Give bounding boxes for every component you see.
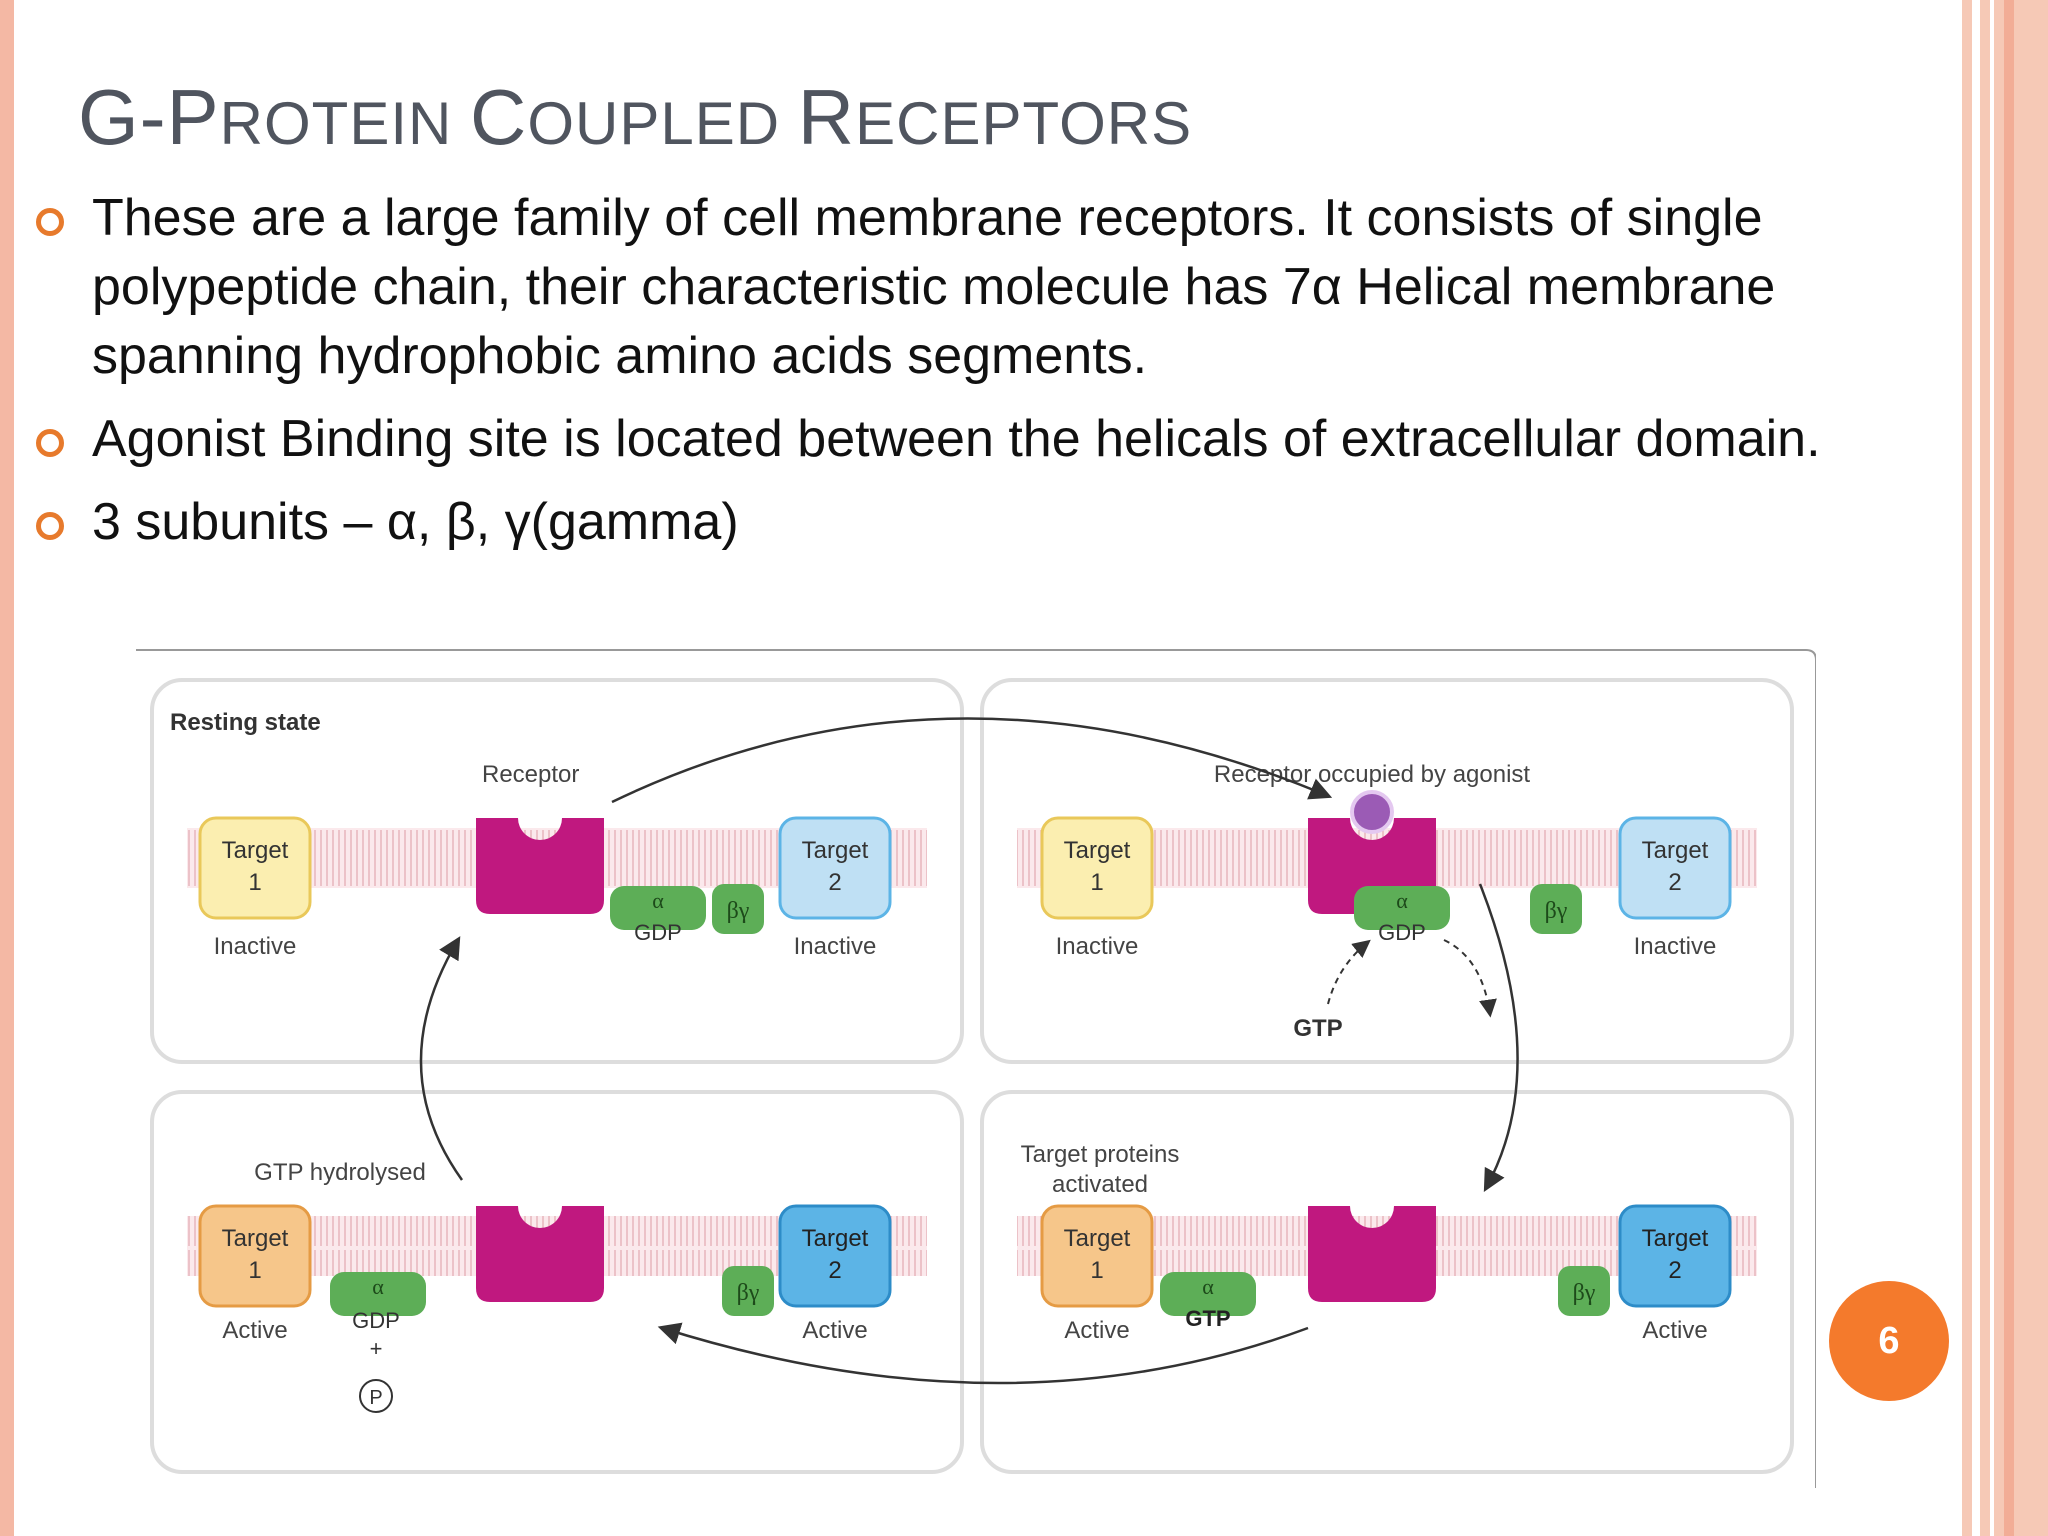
ring-bullet-icon <box>36 429 64 457</box>
label-resting-state: Resting state <box>170 709 321 736</box>
svg-text:2: 2 <box>1668 869 1681 896</box>
bullet-item: These are a large family of cell membran… <box>30 184 1860 391</box>
alpha-subunit <box>330 1272 426 1316</box>
svg-text:Target: Target <box>222 837 289 864</box>
right-border <box>1962 0 2048 1536</box>
gpcr-diagram: Resting state Receptor Target 1 Inactive… <box>136 649 1817 1488</box>
svg-text:βγ: βγ <box>1545 898 1568 924</box>
svg-text:Target: Target <box>1642 837 1709 864</box>
svg-text:Target: Target <box>1064 837 1131 864</box>
agonist <box>1350 790 1394 834</box>
label-target-proteins-activated: Target proteins <box>1021 1141 1180 1168</box>
phosphate-icon <box>359 1379 393 1413</box>
receptor <box>476 1206 604 1302</box>
svg-text:α: α <box>1396 888 1408 913</box>
target-1 <box>198 816 312 920</box>
receptor <box>476 818 604 914</box>
ring-bullet-icon <box>36 512 64 540</box>
svg-text:1: 1 <box>1090 1257 1103 1284</box>
svg-text:βγ: βγ <box>737 1280 760 1306</box>
gpcr-cycle-figure: Resting state Receptor Target 1 Inactive… <box>132 648 1817 1488</box>
gdp-out-arrow <box>1443 939 1497 1018</box>
svg-text:Target: Target <box>222 1225 289 1252</box>
cycle-arrow-bottom <box>657 1322 1309 1385</box>
target-2 <box>778 816 892 920</box>
receptor <box>1308 1206 1436 1302</box>
svg-text:Inactive: Inactive <box>794 933 877 960</box>
svg-text:1: 1 <box>248 1257 261 1284</box>
svg-text:2: 2 <box>828 1257 841 1284</box>
svg-text:GDP: GDP <box>1378 920 1426 945</box>
svg-text:Inactive: Inactive <box>1056 933 1139 960</box>
betagamma-subunit <box>1558 1266 1610 1316</box>
alpha-subunit <box>1160 1272 1256 1316</box>
svg-text:Target: Target <box>1064 1225 1131 1252</box>
svg-text:2: 2 <box>1668 1257 1681 1284</box>
svg-text:GDP: GDP <box>634 920 682 945</box>
betagamma-subunit <box>1530 884 1582 934</box>
svg-text:Target: Target <box>802 837 869 864</box>
svg-text:GDP: GDP <box>352 1308 400 1333</box>
label-gtp-hydrolysed: GTP hydrolysed <box>254 1159 426 1186</box>
bullet-list: These are a large family of cell membran… <box>30 184 1860 571</box>
ring-bullet-icon <box>36 208 64 236</box>
svg-text:2: 2 <box>828 869 841 896</box>
cycle-arrow-right <box>1478 883 1519 1192</box>
svg-text:Active: Active <box>1064 1317 1129 1344</box>
target-2 <box>1618 1204 1732 1308</box>
svg-text:P: P <box>369 1387 382 1409</box>
svg-text:Target: Target <box>1642 1225 1709 1252</box>
label-gtp: GTP <box>1293 1015 1342 1042</box>
svg-text:1: 1 <box>248 869 261 896</box>
svg-text:Active: Active <box>222 1317 287 1344</box>
svg-text:α: α <box>372 1274 384 1299</box>
svg-text:βγ: βγ <box>1573 1280 1596 1306</box>
betagamma-subunit <box>712 884 764 934</box>
left-border <box>0 0 14 1536</box>
target-1 <box>198 1204 312 1308</box>
svg-text:βγ: βγ <box>727 898 750 924</box>
svg-text:Active: Active <box>1642 1317 1707 1344</box>
svg-text:Inactive: Inactive <box>214 933 297 960</box>
cycle-arrow-top <box>611 717 1333 804</box>
target-2 <box>1618 816 1732 920</box>
svg-text:α: α <box>652 888 664 913</box>
svg-text:GTP: GTP <box>1185 1306 1230 1331</box>
target-1 <box>1040 816 1154 920</box>
betagamma-subunit <box>722 1266 774 1316</box>
slide-title: G-PROTEIN COUPLED RECEPTORS <box>78 73 1193 161</box>
target-1 <box>1040 1204 1154 1308</box>
svg-text:+: + <box>370 1336 383 1361</box>
svg-text:Target: Target <box>802 1225 869 1252</box>
svg-text:α: α <box>1202 1274 1214 1299</box>
svg-text:activated: activated <box>1052 1171 1148 1198</box>
alpha-subunit <box>610 886 706 930</box>
alpha-subunit <box>1354 886 1450 930</box>
label-receptor: Receptor <box>482 761 579 788</box>
target-2 <box>778 1204 892 1308</box>
page-number-badge: 6 <box>1829 1281 1949 1401</box>
svg-text:1: 1 <box>1090 869 1103 896</box>
bullet-item: 3 subunits – α, β, γ(gamma) <box>30 488 1860 557</box>
bullet-item: Agonist Binding site is located between … <box>30 405 1860 474</box>
gtp-in-arrow <box>1327 939 1371 1005</box>
label-receptor-occupied: Receptor occupied by agonist <box>1214 761 1531 788</box>
svg-text:Active: Active <box>802 1317 867 1344</box>
svg-text:Inactive: Inactive <box>1634 933 1717 960</box>
cycle-arrow-left <box>419 936 464 1181</box>
